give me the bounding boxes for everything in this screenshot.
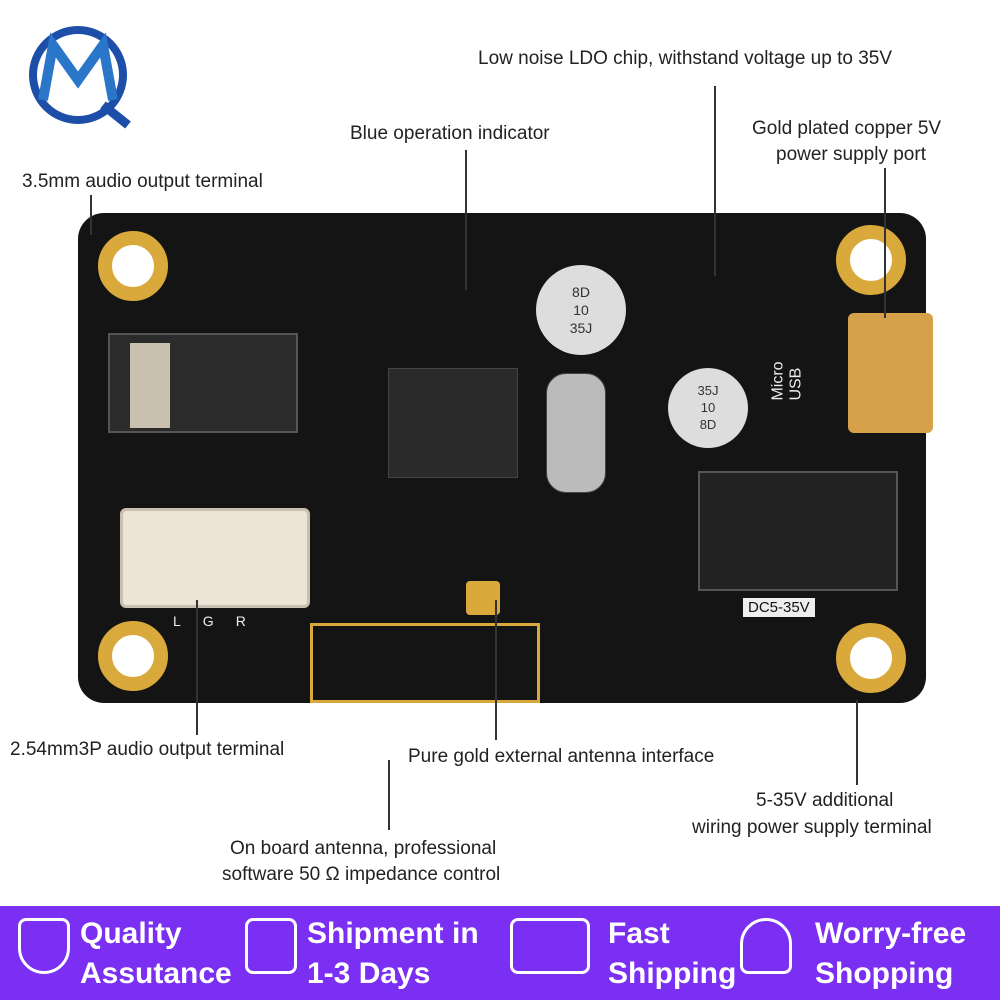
feature-worry-free: Worry-free	[815, 917, 967, 950]
micro-usb-port	[848, 313, 933, 433]
label-ext-antenna: Pure gold external antenna interface	[408, 746, 715, 767]
feature-shipment: Shipment in	[307, 917, 479, 950]
feature-shipment-2: 1-3 Days	[307, 957, 431, 990]
label-gold-port-2: power supply port	[776, 144, 926, 165]
truck-icon	[510, 918, 590, 974]
label-antenna-1: On board antenna, professional	[230, 838, 497, 859]
audio-jack	[108, 333, 298, 433]
pin-g: G	[202, 613, 236, 629]
onboard-antenna	[310, 623, 540, 703]
label-ldo: Low noise LDO chip, withstand voltage up…	[478, 48, 893, 69]
feature-fast-2: Shipping	[608, 957, 737, 990]
micro-label: Micro	[769, 361, 787, 401]
dc-label: DC5-35V	[743, 598, 815, 617]
feature-fast: Fast	[608, 917, 670, 950]
main-ic	[388, 368, 518, 478]
feature-worry-free-2: Shopping	[815, 957, 954, 990]
label-audio35: 3.5mm audio output terminal	[22, 171, 263, 192]
label-terminal-1: 5-35V additional	[756, 790, 894, 811]
shield-check-icon	[18, 918, 70, 974]
feature-quality-2: Assutance	[80, 957, 232, 990]
label-terminal-2: wiring power supply terminal	[692, 817, 932, 838]
headset-icon	[740, 918, 792, 974]
box-icon	[245, 918, 297, 974]
usb-label: USB	[787, 367, 805, 401]
feature-quality: Quality	[80, 917, 182, 950]
ufl-connector	[466, 581, 500, 615]
label-audio254: 2.54mm3P audio output terminal	[10, 739, 285, 760]
screw-terminal	[698, 471, 898, 591]
label-indicator: Blue operation indicator	[350, 123, 550, 144]
pin-header	[120, 508, 310, 608]
logo	[18, 20, 138, 130]
label-gold-port-1: Gold plated copper 5V	[752, 118, 942, 139]
pin-r: R	[235, 613, 268, 629]
pin-l: L	[173, 613, 203, 629]
label-antenna-2: software 50 Ω impedance control	[222, 864, 501, 885]
crystal	[546, 373, 606, 493]
